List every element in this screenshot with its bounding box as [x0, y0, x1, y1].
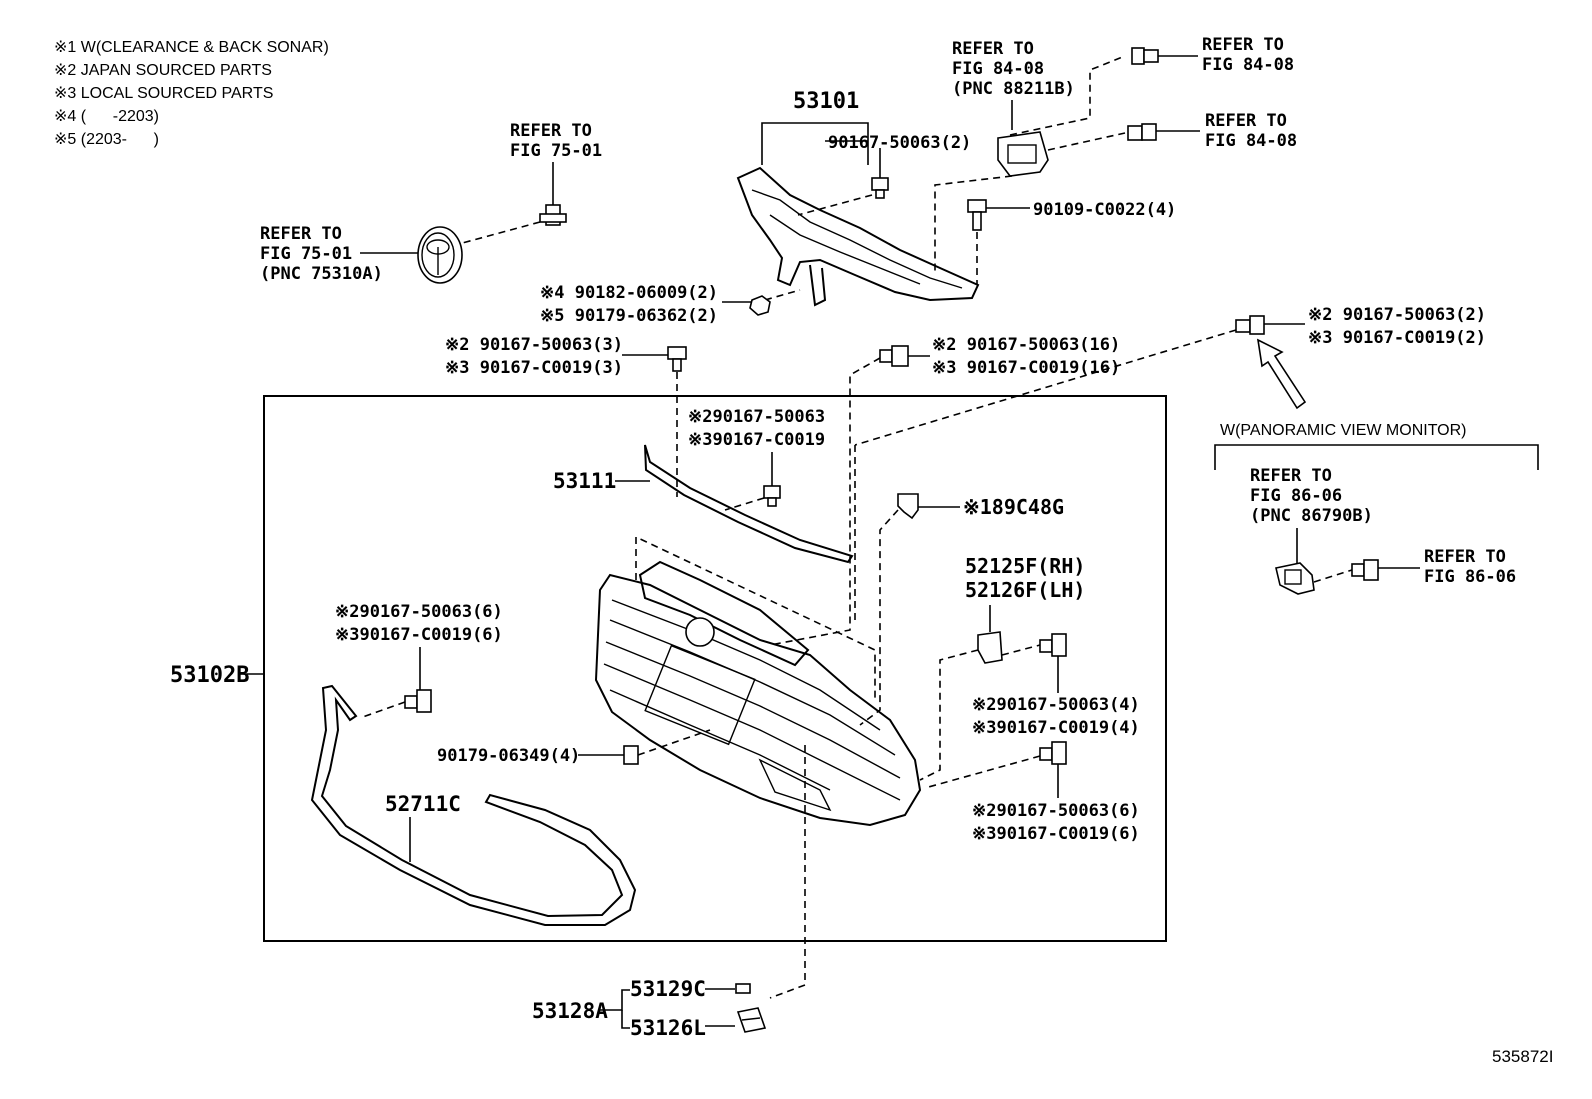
- ref-fig8408-sensor-1: REFER TO: [952, 39, 1034, 59]
- lower-bolt-icon: [1039, 741, 1067, 765]
- sensor-bolt2-icon: [1127, 123, 1157, 141]
- ref-fig8606-r-1: REFER TO: [1424, 547, 1506, 567]
- upper-support-part: [736, 166, 980, 307]
- toyota-emblem-icon: [417, 226, 463, 284]
- part-53129c-label: 53129C: [630, 977, 706, 1001]
- box-fastener-2: ※290167-50063: [688, 407, 825, 427]
- ref-fig8606-r-2: FIG 86-06: [1424, 567, 1516, 587]
- clip-53129c-icon: [735, 983, 751, 994]
- bracket-53126l-icon: [736, 1007, 767, 1033]
- ref-fig8408-sensor-3: (PNC 88211B): [952, 79, 1075, 99]
- retainer-fastener-3: ※390167-C0019(4): [972, 718, 1140, 738]
- lower-fastener-2: ※290167-50063(6): [972, 801, 1140, 821]
- ref-fig8606-cam-3: (PNC 86790B): [1250, 506, 1373, 526]
- part-90109-label: 90109-C0022(4): [1033, 200, 1176, 220]
- assembly-box: [263, 395, 1167, 942]
- grille-fastener-icon: [404, 689, 432, 713]
- part-89c48g-label: ※189C48G: [963, 495, 1064, 519]
- mid-fastener-2: ※2 90167-50063(16): [932, 335, 1120, 355]
- ref-fig8408-r1-1: REFER TO: [1202, 35, 1284, 55]
- middle-fastener-group: ※2 90167-50063(16) ※3 90167-C0019(16): [769, 335, 1120, 646]
- sensor-group: REFER TO FIG 84-08 (PNC 88211B) REFER TO…: [934, 35, 1297, 275]
- part-52125f-label: 52125F(RH): [965, 554, 1085, 578]
- emblem-clip-icon: [539, 204, 567, 226]
- ref-fig7501-top-2: FIG 75-01: [510, 141, 602, 161]
- bottom-group: 53128A 53129C 53126L: [532, 745, 806, 1040]
- lower-fastener-3: ※390167-C0019(6): [972, 824, 1140, 844]
- legend-5: ※5 (2203- ): [54, 131, 159, 148]
- part-5-90179-label: ※5 90179-06362(2): [540, 306, 718, 326]
- part-53128a-label: 53128A: [532, 999, 608, 1023]
- retainer-bolt-icon: [1039, 633, 1067, 657]
- legend-1: ※1 W(CLEARANCE & BACK SONAR): [54, 39, 329, 56]
- ref-fig7501-emb-1: REFER TO: [260, 224, 342, 244]
- mid-fastener-3: ※3 90167-C0019(16): [932, 358, 1120, 378]
- box-fastener-3: ※390167-C0019: [688, 430, 825, 450]
- part-52711c-label: 52711C: [385, 792, 461, 816]
- part-90179-06349-label: 90179-06349(4): [437, 746, 580, 766]
- sensor-bolt1-icon: [1131, 47, 1159, 65]
- retainer-fastener-2: ※290167-50063(4): [972, 695, 1140, 715]
- box-content: ※290167-50063 ※390167-C0019 53111 ※189C4…: [310, 407, 1140, 926]
- legend: ※1 W(CLEARANCE & BACK SONAR) ※2 JAPAN SO…: [54, 39, 329, 148]
- upper-support-group: 53101 90167-50063(2) ※4 90182-06009(2) ※…: [540, 89, 1176, 326]
- middle-fastener-icon: [879, 345, 909, 367]
- grille-fastener-2: ※290167-50063(6): [335, 602, 503, 622]
- ref-fig7501-emb-2: FIG 75-01: [260, 244, 352, 264]
- part-90167-50063-2-label: 90167-50063(2): [828, 133, 971, 153]
- panoramic-label: W(PANORAMIC VIEW MONITOR): [1220, 422, 1467, 439]
- panoramic-fastener-icon: [1235, 315, 1265, 335]
- upper-bolt2-icon: [967, 199, 987, 231]
- upper-bolt-icon: [871, 177, 889, 199]
- left-fastener-group: ※2 90167-50063(3) ※3 90167-C0019(3): [445, 335, 687, 497]
- upper-nut-icon: [749, 295, 771, 316]
- grille-fastener-3: ※390167-C0019(6): [335, 625, 503, 645]
- left-fastener-2: ※2 90167-50063(3): [445, 335, 623, 355]
- legend-3: ※3 LOCAL SOURCED PARTS: [54, 85, 273, 102]
- part-53111-label: 53111: [553, 469, 616, 493]
- part-4-90182-label: ※4 90182-06009(2): [540, 283, 718, 303]
- pan-fastener-2: ※2 90167-50063(2): [1308, 305, 1486, 325]
- part-53101-label: 53101: [793, 89, 859, 114]
- camera-icon: [1275, 562, 1315, 595]
- clip-90179-icon: [623, 745, 639, 765]
- pan-fastener-3: ※3 90167-C0019(2): [1308, 328, 1486, 348]
- ref-fig8606-cam-2: FIG 86-06: [1250, 486, 1342, 506]
- ref-fig7501-emb-3: (PNC 75310A): [260, 264, 383, 284]
- ref-fig8606-cam-1: REFER TO: [1250, 466, 1332, 486]
- left-fastener-3: ※3 90167-C0019(3): [445, 358, 623, 378]
- box-fastener-icon: [763, 485, 781, 507]
- molding-53111: [644, 444, 854, 564]
- part-52126f-label: 52126F(LH): [965, 578, 1085, 602]
- sonar-sensor-icon: [997, 131, 1049, 177]
- camera-bolt-icon: [1351, 559, 1379, 581]
- radiator-grille-part: [594, 560, 922, 827]
- ref-fig7501-top-1: REFER TO: [510, 121, 592, 141]
- diagram-code: 535872I: [1492, 1047, 1553, 1066]
- panoramic-group: ※2 90167-50063(2) ※3 90167-C0019(2) W(PA…: [854, 305, 1539, 620]
- ref-fig8408-r2-2: FIG 84-08: [1205, 131, 1297, 151]
- molding-52711c: [310, 684, 637, 926]
- arrow-up-icon: [1256, 338, 1307, 410]
- ref-fig8408-r1-2: FIG 84-08: [1202, 55, 1294, 75]
- legend-2: ※2 JAPAN SOURCED PARTS: [54, 62, 272, 79]
- ref-fig8408-r2-1: REFER TO: [1205, 111, 1287, 131]
- emblem-group: REFER TO FIG 75-01 REFER TO FIG 75-01 (P…: [260, 121, 602, 284]
- part-53102b-label: 53102B: [170, 663, 249, 688]
- part-53126l-label: 53126L: [630, 1016, 706, 1040]
- sonar-bracket-icon: [897, 493, 919, 520]
- ref-fig8408-sensor-2: FIG 84-08: [952, 59, 1044, 79]
- left-fastener-icon: [667, 346, 687, 372]
- retainer-bracket-icon: [977, 631, 1003, 664]
- legend-4: ※4 ( -2203): [54, 108, 159, 125]
